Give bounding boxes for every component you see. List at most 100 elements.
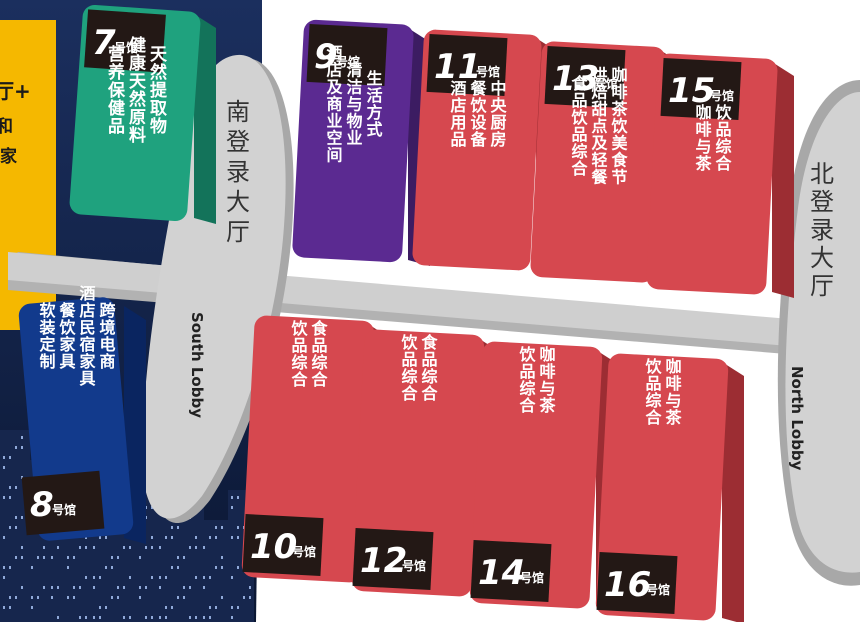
skyline-window [9, 526, 11, 529]
skyline-window [203, 616, 205, 619]
skyline-window [171, 606, 173, 609]
skyline-window [215, 566, 217, 569]
skyline-window [231, 606, 233, 609]
skyline-window [105, 566, 107, 569]
skyline-window [183, 596, 185, 599]
skyline-window [43, 556, 45, 559]
hall-side-face [772, 62, 794, 298]
skyline-window [21, 516, 23, 519]
hall-category-line: 饮品综合 [713, 103, 733, 172]
skyline-window [15, 446, 17, 449]
skyline-window [85, 576, 87, 579]
skyline-window [123, 616, 125, 619]
hall-category-line: 酒店民宿家具 [77, 285, 96, 387]
skyline-window [165, 576, 167, 579]
skyline-window [171, 536, 173, 539]
hall-suffix: 号馆 [646, 582, 670, 597]
skyline-window [105, 536, 107, 539]
skyline-window [231, 496, 233, 499]
skyline-window [3, 456, 5, 459]
skyline-window [159, 616, 161, 619]
skyline-window [231, 536, 233, 539]
skyline-window [209, 536, 211, 539]
skyline-window [57, 616, 59, 619]
skyline-window [93, 586, 95, 589]
lobby-char: 录 [226, 158, 250, 186]
skyline-window [123, 586, 125, 589]
hall-category-line: 烘焙甜点及轻餐 [589, 66, 609, 186]
skyline-window [237, 566, 239, 569]
hall-category-line: 咖啡与茶 [537, 345, 557, 414]
hall-number: 7 [92, 23, 116, 63]
hall-7[interactable]: 7号馆天然提取物健康天然原料营养保健品 [69, 4, 216, 224]
skyline-window [31, 566, 33, 569]
skyline-window [129, 576, 131, 579]
hall-category-line: 清洁与物业 [344, 62, 363, 147]
skyline-window [37, 596, 39, 599]
skyline-window [15, 526, 17, 529]
skyline-window [67, 596, 69, 599]
skyline-window [237, 496, 239, 499]
skyline-window [3, 536, 5, 539]
hall-number-tab [596, 551, 678, 615]
hall-category-line: 软装定制 [37, 301, 57, 370]
skyline-window [159, 576, 161, 579]
skyline-window [67, 556, 69, 559]
skyline-window [3, 576, 5, 579]
hall-number-tab [84, 9, 166, 73]
skyline-window [105, 606, 107, 609]
skyline-window [9, 486, 11, 489]
skyline-window [195, 616, 197, 619]
skyline-window [129, 546, 131, 549]
skyline-window [249, 596, 251, 599]
skyline-window [93, 576, 95, 579]
hall-suffix: 号馆 [402, 558, 426, 573]
skyline-window [139, 586, 141, 589]
skyline-window [31, 606, 33, 609]
skyline-window [209, 606, 211, 609]
skyline-window [57, 546, 59, 549]
hall-category-line: 生活方式 [364, 69, 383, 138]
yellow-panel-line1: 厅+ [0, 79, 31, 103]
lobby-char: 厅 [226, 218, 250, 246]
skyline-window [171, 526, 173, 529]
skyline-window [159, 586, 161, 589]
skyline-window [31, 596, 33, 599]
skyline-window [111, 566, 113, 569]
skyline-window [51, 556, 53, 559]
hall-suffix: 号馆 [52, 502, 76, 517]
skyline-window [189, 616, 191, 619]
hall-number-tab [470, 539, 552, 603]
north-lobby-label-en: North Lobby [788, 366, 806, 471]
skyline-window [73, 586, 75, 589]
skyline-window [99, 576, 101, 579]
skyline-window [129, 616, 131, 619]
hall-number-tab [426, 33, 508, 97]
lobby-char: 南 [226, 98, 250, 126]
south-lobby-label-en: South Lobby [188, 312, 206, 418]
skyline-window [9, 606, 11, 609]
hall-number-tab [242, 513, 324, 577]
skyline-window [221, 556, 223, 559]
skyline-window [99, 536, 101, 539]
hall-category-line: 酒店用品 [448, 80, 467, 148]
hall-category-line: 咖啡与茶 [693, 103, 713, 172]
skyline-window [139, 596, 141, 599]
skyline-window [151, 616, 153, 619]
skyline-window [231, 506, 233, 509]
skyline-window [151, 576, 153, 579]
skyline-window [177, 596, 179, 599]
hall-number: 10 [250, 527, 297, 567]
skyline-window [73, 556, 75, 559]
hall-category-line: 餐饮家具 [57, 301, 77, 370]
hall-category-line: 咖啡茶饮美食节 [609, 66, 629, 186]
hall-side-face [722, 362, 744, 622]
